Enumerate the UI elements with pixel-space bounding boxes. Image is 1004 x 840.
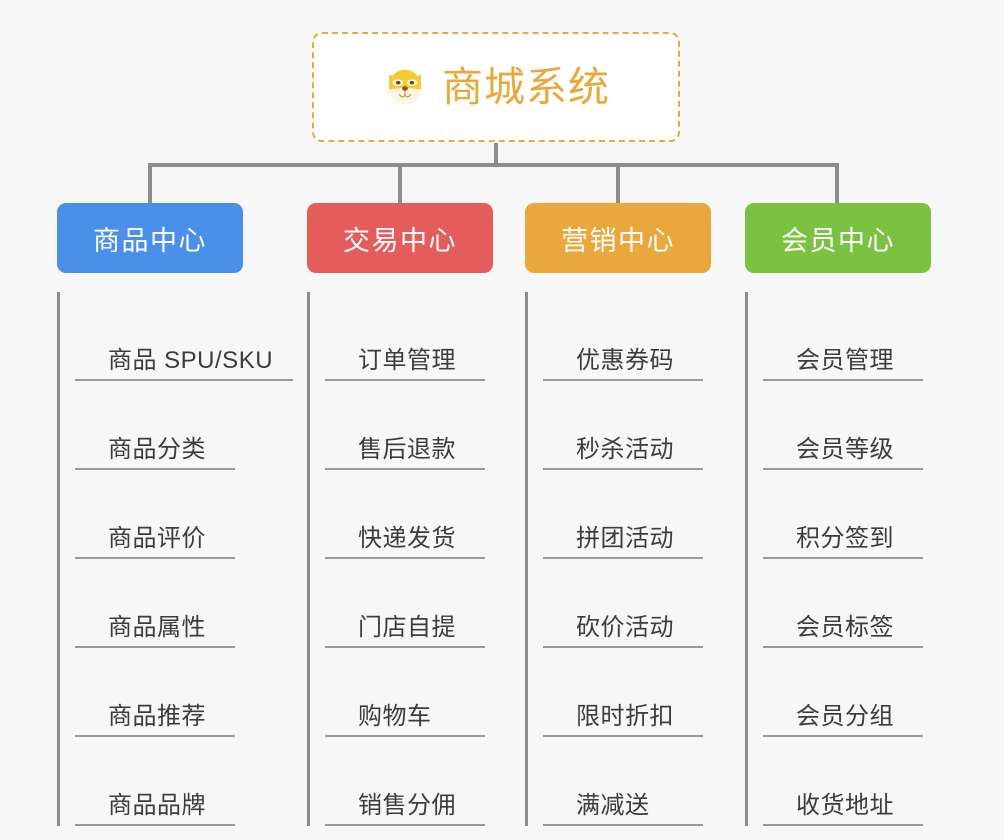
list-item[interactable]: 商品分类: [75, 381, 235, 470]
list-item-label: 商品属性: [108, 613, 206, 641]
list-item[interactable]: 会员标签: [763, 559, 923, 648]
list-item[interactable]: 商品 SPU/SKU: [75, 292, 293, 381]
category-label: 商品中心: [93, 225, 207, 256]
list-item-label: 满减送: [576, 791, 650, 819]
category-box-marketing-center[interactable]: 营销中心: [525, 203, 711, 273]
list-item-label: 订单管理: [358, 346, 456, 374]
list-item[interactable]: 销售分佣: [325, 737, 485, 826]
dog-face-icon: [389, 69, 421, 105]
root-node-card: 商城系统: [312, 32, 680, 142]
leaf-list-trade-center: 订单管理售后退款快递发货门店自提购物车销售分佣: [307, 292, 493, 826]
list-item[interactable]: 积分签到: [763, 470, 923, 559]
column-member-center: 会员中心会员管理会员等级积分签到会员标签会员分组收货地址: [745, 203, 931, 826]
column-trade-center: 交易中心订单管理售后退款快递发货门店自提购物车销售分佣: [307, 203, 493, 826]
list-item[interactable]: 商品属性: [75, 559, 235, 648]
list-item-label: 砍价活动: [576, 613, 674, 641]
leaf-list-marketing-center: 优惠券码秒杀活动拼团活动砍价活动限时折扣满减送: [525, 292, 711, 826]
category-box-member-center[interactable]: 会员中心: [745, 203, 931, 273]
root-node-title: 商城系统: [442, 63, 610, 110]
root-node-content: 商城系统: [382, 64, 610, 110]
list-item[interactable]: 会员分组: [763, 648, 923, 737]
list-item[interactable]: 商品品牌: [75, 737, 235, 826]
category-box-trade-center[interactable]: 交易中心: [307, 203, 493, 273]
list-item-label: 购物车: [358, 702, 432, 730]
list-item[interactable]: 购物车: [325, 648, 485, 737]
list-item[interactable]: 收货地址: [763, 737, 923, 826]
list-item-label: 限时折扣: [576, 702, 674, 730]
list-item-label: 积分签到: [796, 524, 894, 552]
category-label: 会员中心: [781, 225, 895, 256]
list-item-label: 秒杀活动: [576, 435, 674, 463]
list-item-label: 会员管理: [796, 346, 894, 374]
list-item-label: 销售分佣: [358, 791, 456, 819]
list-item-label: 优惠券码: [576, 346, 674, 374]
leaf-list-member-center: 会员管理会员等级积分签到会员标签会员分组收货地址: [745, 292, 931, 826]
list-item[interactable]: 满减送: [543, 737, 703, 826]
list-item-label: 收货地址: [796, 791, 894, 819]
list-item[interactable]: 拼团活动: [543, 470, 703, 559]
list-item-label: 门店自提: [358, 613, 456, 641]
category-label: 交易中心: [343, 225, 457, 256]
leaf-list-product-center: 商品 SPU/SKU 商品分类商品评价商品属性商品推荐商品品牌: [57, 292, 293, 826]
list-item[interactable]: 秒杀活动: [543, 381, 703, 470]
list-item-label: 拼团活动: [576, 524, 674, 552]
list-item-label: 商品 SPU/SKU: [108, 346, 274, 374]
list-item[interactable]: 售后退款: [325, 381, 485, 470]
list-item-label: 快递发货: [358, 524, 456, 552]
list-item[interactable]: 优惠券码: [543, 292, 703, 381]
list-item[interactable]: 砍价活动: [543, 559, 703, 648]
list-item-label: 会员分组: [796, 702, 894, 730]
column-marketing-center: 营销中心优惠券码秒杀活动拼团活动砍价活动限时折扣满减送: [525, 203, 711, 826]
list-item[interactable]: 商品评价: [75, 470, 235, 559]
category-label: 营销中心: [561, 225, 675, 256]
list-item[interactable]: 门店自提: [325, 559, 485, 648]
list-item-label: 商品推荐: [108, 702, 206, 730]
list-item-label: 售后退款: [358, 435, 456, 463]
list-item-label: 商品分类: [108, 435, 206, 463]
list-item[interactable]: 会员管理: [763, 292, 923, 381]
list-item[interactable]: 商品推荐: [75, 648, 235, 737]
column-product-center: 商品中心商品 SPU/SKU 商品分类商品评价商品属性商品推荐商品品牌: [57, 203, 293, 826]
list-item[interactable]: 限时折扣: [543, 648, 703, 737]
category-box-product-center[interactable]: 商品中心: [57, 203, 243, 273]
list-item[interactable]: 会员等级: [763, 381, 923, 470]
list-item[interactable]: 快递发货: [325, 470, 485, 559]
list-item-label: 商品品牌: [108, 791, 206, 819]
list-item-label: 会员等级: [796, 435, 894, 463]
list-item[interactable]: 订单管理: [325, 292, 485, 381]
list-item-label: 会员标签: [796, 613, 894, 641]
list-item-label: 商品评价: [108, 524, 206, 552]
